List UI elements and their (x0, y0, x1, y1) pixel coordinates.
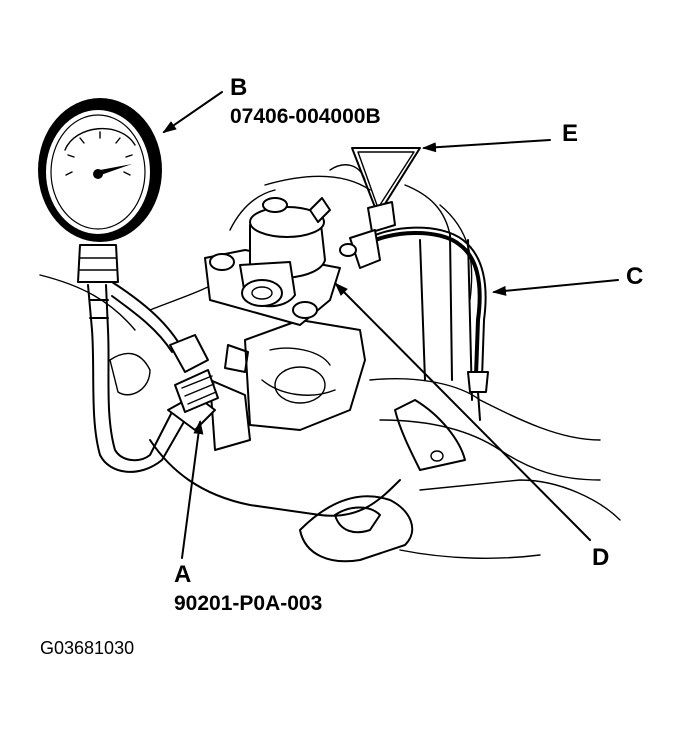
leader-line-e (422, 139, 551, 153)
pressure-gauge (38, 98, 162, 283)
leader-line-b (162, 91, 223, 134)
intake-pipes (404, 184, 473, 401)
callout-a-part-number: 90201-P0A-003 (174, 592, 322, 615)
callout-e-letter: E (562, 120, 578, 147)
hose-clamp (339, 147, 421, 269)
vacuum-hose (363, 226, 489, 421)
fuel-pressure-regulator (204, 197, 341, 326)
leader-line-c (492, 279, 619, 296)
callout-b-letter: B (230, 74, 247, 101)
leader-line-a (181, 420, 204, 559)
leader-line-d (334, 282, 591, 541)
figure-id: G03681030 (40, 638, 134, 658)
callout-a-letter: A (174, 561, 191, 588)
callout-c-letter: C (626, 263, 643, 290)
callout-b-part-number: 07406-004000B (230, 105, 381, 128)
leader-lines (162, 91, 619, 559)
callout-d-letter: D (592, 544, 609, 571)
